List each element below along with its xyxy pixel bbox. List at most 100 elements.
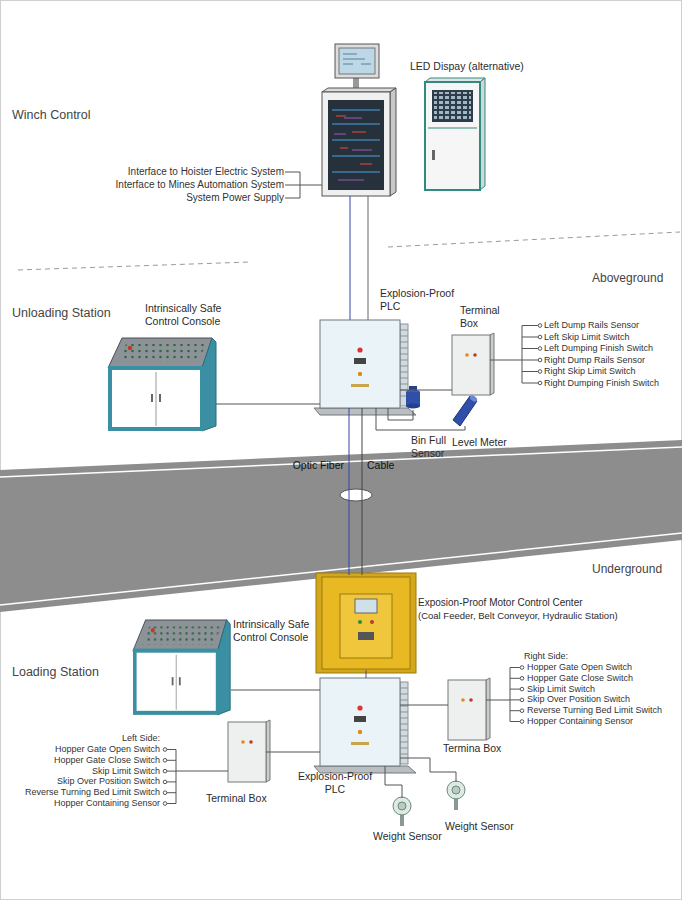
sensor-label: Hopper Containing Sensor xyxy=(527,716,633,727)
terminal-box xyxy=(448,678,490,740)
sensor-label: Skip Limit Switch xyxy=(527,684,595,695)
led-display xyxy=(425,78,485,190)
label-holder: Left Dumping Finish Switch xyxy=(544,343,653,354)
label-holder: Right Dumping Finish Switch xyxy=(544,378,659,389)
terminal-dot xyxy=(163,802,167,806)
ground-separator xyxy=(18,232,680,270)
bin-full-sensor xyxy=(406,404,420,409)
label-holder: Explosion-Proof PLC xyxy=(295,770,375,795)
device-label: Weight Sensor xyxy=(445,820,514,833)
plc-cabinet xyxy=(314,320,416,415)
device-label: Explosion-Proof PLC xyxy=(380,287,460,312)
label-holder: Reverse Turning Bed Limit Switch xyxy=(527,705,662,716)
terminal-dot xyxy=(520,666,524,670)
interface-label: Interface to Hoister Electric System xyxy=(128,166,284,178)
wire-connector xyxy=(388,408,413,420)
label-holder: Skip Over Position Switch xyxy=(57,776,160,787)
weight-sensor xyxy=(398,802,406,810)
label-holder: Hopper Gate Open Switch xyxy=(55,744,160,755)
wire-label: Cable xyxy=(367,459,394,472)
label-holder: Interface to Mines Automation System xyxy=(116,179,284,191)
ground-label: Aboveground xyxy=(592,271,663,285)
label-holder: Left Dump Rails Sensor xyxy=(544,320,639,331)
sensor-label: Hopper Containing Sensor xyxy=(54,798,160,809)
label-holder: Hopper Gate Open Switch xyxy=(527,662,632,673)
interface-leader xyxy=(285,172,322,198)
winch-cabinet xyxy=(339,48,375,74)
wire-connector xyxy=(349,408,350,575)
weight-sensor xyxy=(400,814,404,826)
control-console xyxy=(133,620,230,715)
label-holder: Right Side: xyxy=(524,651,568,662)
label-holder: Winch Control xyxy=(12,108,91,123)
sensor-label: Right Dump Rails Sensor xyxy=(544,355,645,366)
device-label: Weight Sensor xyxy=(373,830,442,843)
winch-wire xyxy=(368,196,369,320)
device-label: Intrinsically Safe Control Console xyxy=(145,302,237,327)
terminal-dot xyxy=(163,759,167,763)
motor-control-center xyxy=(358,632,374,640)
label-holder: LED Dispay (alternative) xyxy=(410,60,524,73)
motor-control-center xyxy=(316,573,416,673)
motor-control-center xyxy=(370,620,374,624)
terminal-dot xyxy=(538,381,542,385)
ground-label: Underground xyxy=(592,562,662,576)
plc-cabinet: Explosion-Proof PLC xyxy=(320,678,400,766)
terminal-dot xyxy=(538,358,542,362)
sensor-label: Right Dumping Finish Switch xyxy=(544,378,659,389)
sensor-label: Hopper Gate Open Switch xyxy=(527,662,632,673)
label-holder: Skip Limit Switch xyxy=(92,766,160,777)
label-holder: Left Skip Limit Switch xyxy=(544,332,630,343)
terminal-box: Termina Box xyxy=(448,678,486,738)
sensor-leader xyxy=(167,326,538,804)
terminal-dot xyxy=(520,698,524,702)
led-display: LED Dispay (alternative) xyxy=(425,82,480,190)
device-label: LED Dispay (alternative) xyxy=(410,60,524,73)
control-console xyxy=(108,338,216,431)
label-holder: Aboveground xyxy=(592,271,663,285)
device-label: (Coal Feeder, Belt Conveyor, Hydraulic S… xyxy=(418,610,618,621)
terminal-dot xyxy=(538,324,542,328)
sensor-label: Hopper Gate Open Switch xyxy=(55,744,160,755)
device-label: Exposion-Proof Motor Control Center xyxy=(418,597,583,609)
sensor-label: Hopper Gate Close Switch xyxy=(54,755,160,766)
wire-connector xyxy=(266,752,320,753)
sensor-label: Right Skip Limit Switch xyxy=(544,366,636,377)
led-display xyxy=(432,90,473,122)
motor-control-center: Exposion-Proof Motor Control Center(Coal… xyxy=(320,575,412,670)
weight-sensor xyxy=(454,798,458,810)
sensor-label: Reverse Turning Bed Limit Switch xyxy=(527,705,662,716)
label-holder: Underground xyxy=(592,562,662,576)
sensor-leader xyxy=(490,326,538,384)
terminal-dot xyxy=(520,709,524,713)
label-holder: Cable xyxy=(367,459,394,472)
ground-band xyxy=(0,447,682,477)
motor-control-center xyxy=(322,577,410,669)
sensor-label: Skip Over Position Switch xyxy=(527,694,630,705)
device-label: Explosion-Proof PLC xyxy=(295,770,375,795)
label-holder: Explosion-Proof PLC xyxy=(380,287,460,312)
wire-connector xyxy=(376,408,465,430)
device-label: Termina Box xyxy=(443,742,501,755)
winch-cabinet xyxy=(390,88,396,196)
sensor-label: Reverse Turning Bed Limit Switch xyxy=(25,787,160,798)
device-label: Terminal Box xyxy=(206,792,267,805)
terminal-dot xyxy=(163,780,167,784)
sensor-label: Left Dumping Finish Switch xyxy=(544,343,653,354)
label-holder: Interface to Hoister Electric System xyxy=(128,166,284,178)
label-holder: Left Side: xyxy=(122,733,160,744)
label-holder: Termina Box xyxy=(443,742,501,755)
interface-label: System Power Supply xyxy=(186,192,284,204)
sensor-label: Skip Limit Switch xyxy=(92,766,160,777)
weight-sensor xyxy=(447,781,465,799)
plc-cabinet xyxy=(314,678,416,773)
terminal-dot xyxy=(163,324,542,806)
winch-cabinet xyxy=(328,100,384,190)
label-holder: Exposion-Proof Motor Control Center xyxy=(418,597,583,609)
terminal-dot xyxy=(538,370,542,374)
section-label: Winch Control xyxy=(12,108,91,123)
motor-control-center xyxy=(340,594,392,658)
sensor-label: Hopper Gate Close Switch xyxy=(527,673,633,684)
